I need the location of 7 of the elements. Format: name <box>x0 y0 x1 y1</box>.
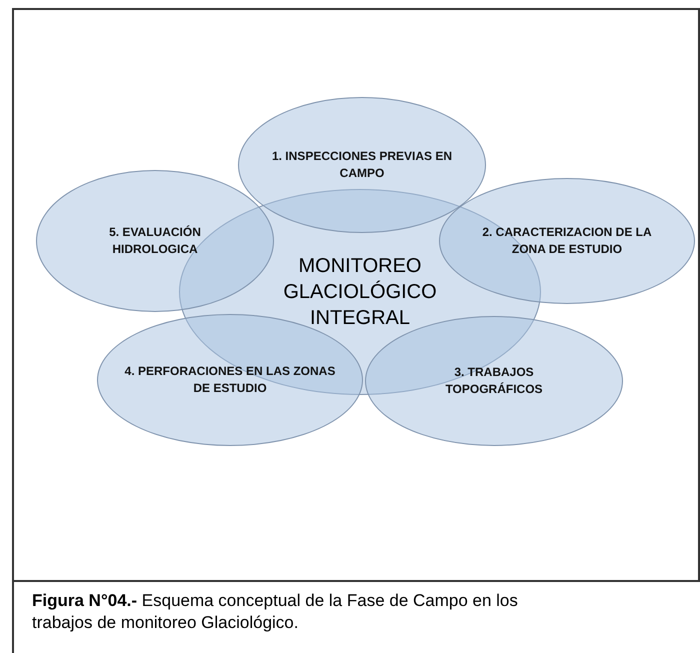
node-text: 4. PERFORACIONES EN LAS ZONAS DE ESTUDIO <box>124 363 336 397</box>
node-text: 5. EVALUACIÓN HIDROLOGICA <box>108 224 202 258</box>
node-text: 1. INSPECCIONES PREVIAS EN CAMPO <box>270 148 454 182</box>
node-text: 3. TRABAJOS TOPOGRÁFICOS <box>444 364 544 398</box>
figure-caption: Figura N°04.- Esquema conceptual de la Fase de Campo en los trabajos de monitoreo Glaciológico. <box>32 590 519 634</box>
node-text: MONITOREO GLACIOLÓGICO INTEGRAL <box>282 254 438 331</box>
node-text: 2. CARACTERIZACION DE LA ZONA DE ESTUDIO <box>481 224 653 258</box>
